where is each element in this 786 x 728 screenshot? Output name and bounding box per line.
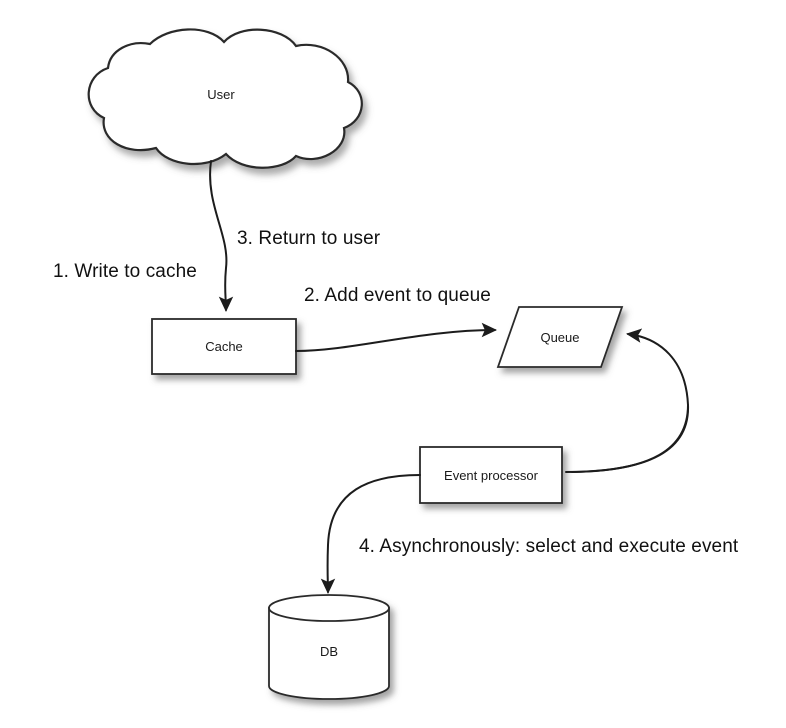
cloud-shape [87, 28, 363, 169]
queue-shape [496, 306, 624, 368]
node-event-processor[interactable]: Event processor [419, 446, 563, 504]
node-cache[interactable]: Cache [151, 318, 297, 375]
step-label-1: 1. Write to cache [53, 261, 197, 282]
node-user[interactable]: User [87, 28, 363, 169]
edge-queue-to-processor [571, 404, 689, 473]
node-db[interactable]: DB [268, 594, 390, 700]
step-label-3: 3. Return to user [237, 228, 381, 249]
db-body [268, 607, 390, 700]
step-label-2: 2. Add event to queue [304, 285, 491, 306]
step-label-4: 4. Asynchronously: select and execute ev… [359, 536, 739, 557]
node-event-processor-label: Event processor [444, 468, 539, 483]
db-top-ellipse [268, 594, 390, 622]
node-queue-label: Queue [540, 330, 579, 345]
edge-cache-to-queue [295, 322, 497, 352]
node-user-label: User [207, 87, 235, 102]
cache-box [151, 318, 297, 375]
node-db-label: DB [320, 644, 338, 659]
node-queue[interactable]: Queue [496, 306, 624, 368]
edge-processor-to-db [320, 474, 421, 594]
edge-user-to-cache [209, 160, 234, 312]
event-processor-box [419, 446, 563, 504]
node-cache-label: Cache [205, 339, 243, 354]
